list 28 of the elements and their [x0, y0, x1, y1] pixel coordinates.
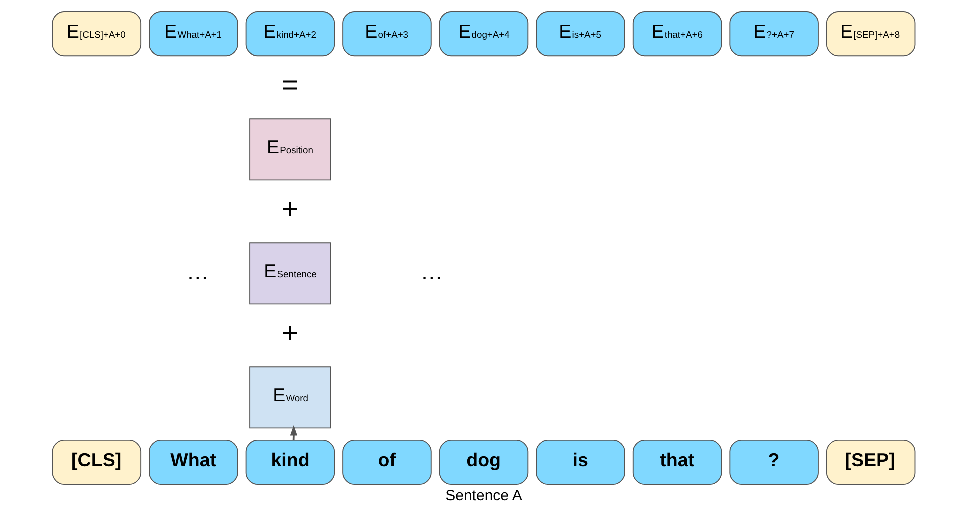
node-box: kind — [246, 440, 336, 486]
label: = — [282, 68, 298, 101]
node-box: of — [342, 440, 432, 486]
node-box: EWord — [250, 366, 332, 429]
label: + — [282, 192, 298, 225]
node-box: Eof+A+3 — [342, 12, 432, 57]
node-box: Ethat+A+6 — [632, 12, 722, 57]
node-box: is — [536, 440, 626, 486]
arrow — [290, 425, 298, 440]
node-box: dog — [439, 440, 529, 486]
node-box: ESentence — [250, 242, 332, 305]
node-box: E[CLS]+A+0 — [52, 12, 142, 57]
node-box: E[SEP]+A+8 — [826, 12, 916, 57]
node-box: [SEP] — [826, 440, 916, 486]
node-box: ? — [730, 440, 819, 486]
node-box: EWhat+A+1 — [149, 12, 238, 57]
label: … — [420, 259, 444, 284]
node-box: EPosition — [250, 118, 332, 181]
label: … — [186, 259, 210, 284]
label: + — [282, 316, 298, 349]
node-box: Eis+A+5 — [536, 12, 626, 57]
node-box: Edog+A+4 — [439, 12, 529, 57]
caption: Sentence A — [446, 487, 522, 504]
node-box: E?+A+7 — [730, 12, 819, 57]
node-box: What — [149, 440, 238, 486]
node-box: Ekind+A+2 — [246, 12, 336, 57]
node-box: [CLS] — [52, 440, 142, 486]
node-box: that — [632, 440, 722, 486]
